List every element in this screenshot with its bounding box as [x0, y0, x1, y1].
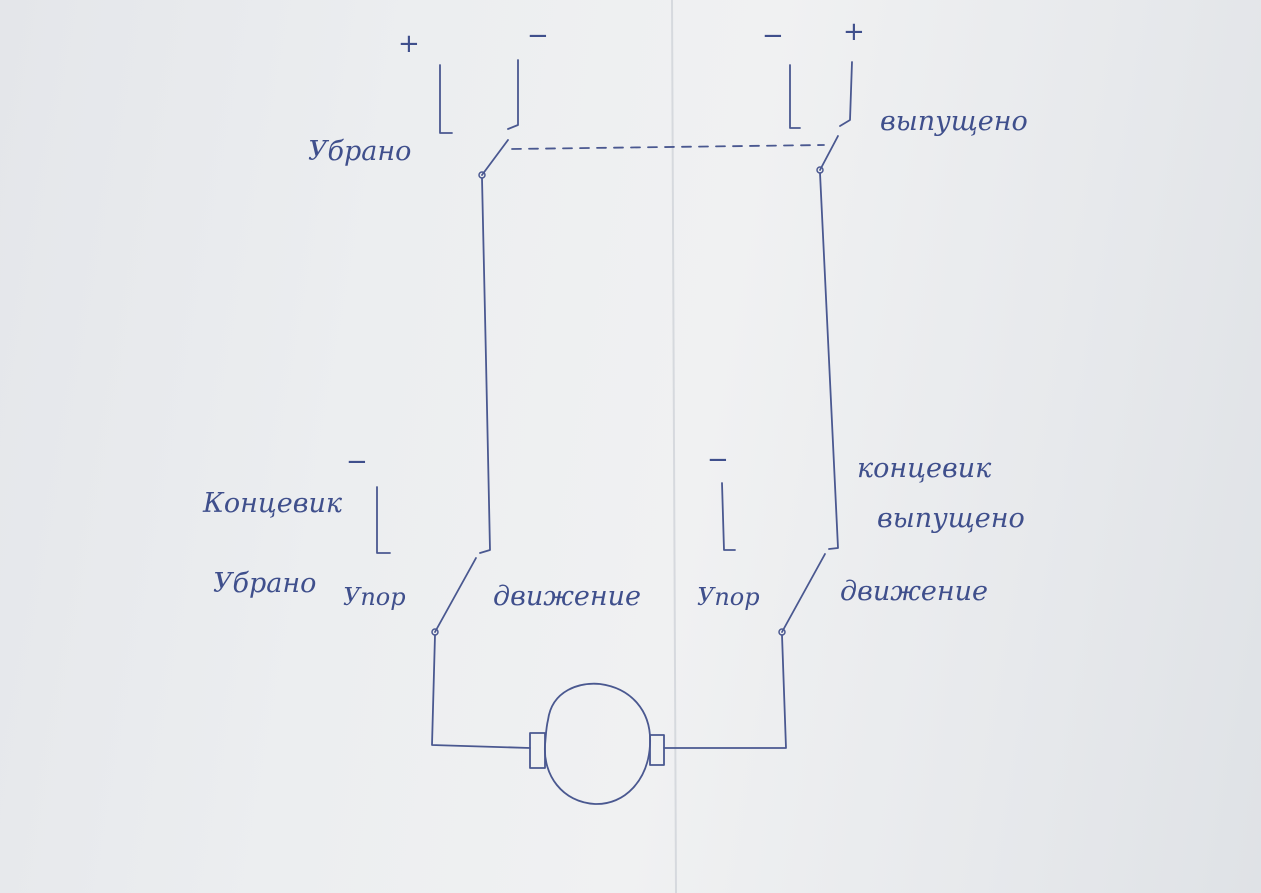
motor-icon: [529, 682, 665, 805]
limit-left-title-2: Убрано: [213, 568, 316, 599]
limit-switch-extended: [721, 482, 826, 636]
limit-right-title-1: концевик: [857, 453, 992, 484]
wire-left: [479, 177, 491, 554]
main-switch-right-pole: [789, 61, 853, 174]
wire-right: [819, 172, 839, 550]
main-switch-left-pole: [439, 59, 519, 179]
right-plus-sign: +: [843, 17, 865, 47]
left-plus-sign: +: [398, 29, 420, 59]
left-minus-sign: −: [527, 21, 549, 51]
wire-motor-left: [431, 634, 531, 749]
label-extended: выпущено: [880, 106, 1028, 137]
limit-right-stop: Упор: [697, 583, 760, 611]
limit-right-minus: −: [707, 445, 729, 475]
paper-fold: [671, 0, 677, 893]
limit-left-minus: −: [346, 447, 368, 477]
wire-motor-right: [663, 634, 787, 749]
label-retracted: Убрано: [308, 136, 411, 167]
limit-right-motion: движение: [840, 576, 988, 607]
limit-left-title-1: Концевик: [202, 488, 343, 519]
limit-switch-retracted: [376, 486, 477, 636]
limit-right-title-2: выпущено: [877, 503, 1025, 534]
mechanical-link-dashed: [511, 144, 825, 150]
right-minus-sign: −: [762, 21, 784, 51]
limit-left-motion: движение: [493, 581, 641, 612]
limit-left-stop: Упор: [343, 583, 406, 611]
